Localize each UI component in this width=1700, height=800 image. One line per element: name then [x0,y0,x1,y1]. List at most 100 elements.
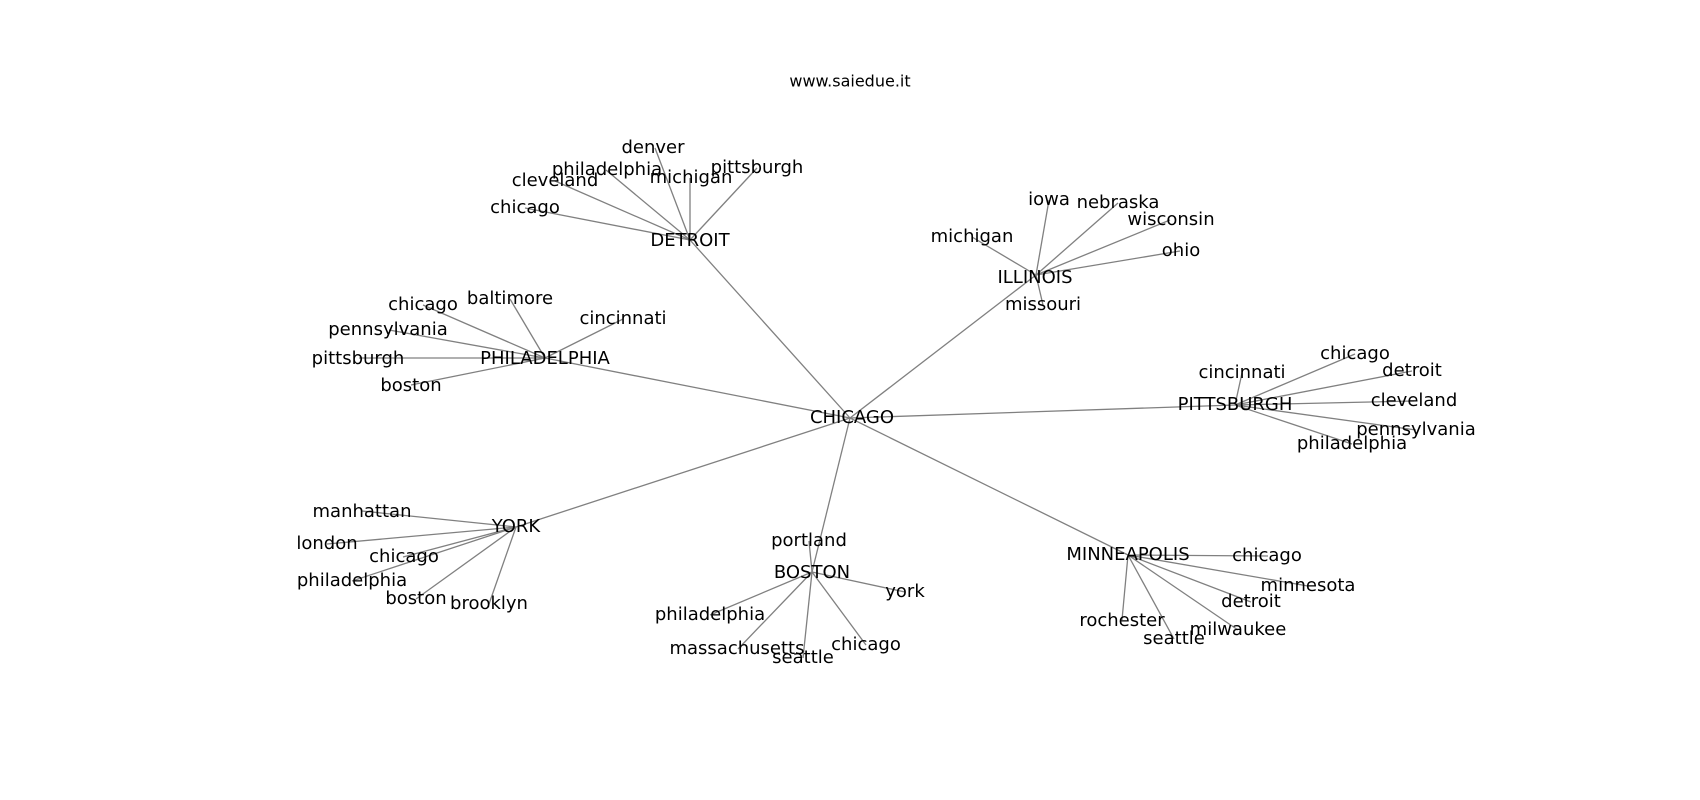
edge-york-chicago [402,526,517,558]
leaf-node-philadelphia-pittsburgh: pittsburgh [312,348,405,369]
edge-root-boston [811,417,851,573]
edge-york-boston [415,526,517,600]
edge-pittsburgh-cincinnati [1234,372,1243,406]
leaf-node-philadelphia-baltimore: baltimore [467,288,553,309]
hub-node-boston: BOSTON [774,562,850,583]
graph-title: www.saiedue.it [789,72,910,91]
edge-minneapolis-chicago [1127,554,1269,557]
edge-york-london [326,526,517,545]
leaf-node-detroit-chicago: chicago [490,197,560,218]
edge-illinois-wisconsin [1035,219,1171,276]
leaf-node-pittsburgh-detroit: detroit [1382,360,1442,381]
edge-illinois-iowa [1035,199,1050,276]
edge-philadelphia-boston [410,357,546,386]
leaf-node-minneapolis-minnesota: minnesota [1261,575,1356,596]
edge-detroit-philadelphia [605,169,691,241]
edge-minneapolis-rochester [1121,554,1129,621]
leaf-node-york-manhattan: manhattan [313,501,412,522]
leaf-node-minneapolis-chicago: chicago [1232,545,1302,566]
leaf-node-boston-york: york [885,581,925,602]
leaf-node-york-london: london [296,533,357,554]
leaf-node-boston-seattle: seattle [772,647,834,668]
edge-philadelphia-pennsylvania [388,329,546,359]
edge-philadelphia-cincinnati [544,318,624,359]
edge-boston-massachusetts [737,571,813,650]
edge-root-philadelphia [544,357,851,419]
edges-layer [326,147,1417,659]
leaf-node-illinois-michigan: michigan [931,226,1014,247]
root-node-label: CHICAGO [810,407,894,428]
edge-pittsburgh-philadelphia [1234,404,1353,445]
leaf-node-york-philadelphia: philadelphia [297,570,407,591]
edge-detroit-denver [654,147,691,241]
edge-york-philadelphia [351,526,517,582]
leaf-node-philadelphia-boston: boston [380,375,441,396]
edge-detroit-cleveland [554,180,691,241]
leaf-node-illinois-ohio: ohio [1162,240,1200,261]
leaf-node-boston-philadelphia: philadelphia [655,604,765,625]
edge-minneapolis-seattle [1127,554,1175,640]
leaf-node-philadelphia-chicago: chicago [388,294,458,315]
edge-philadelphia-chicago [422,304,546,359]
edge-pittsburgh-pennsylvania [1234,404,1417,431]
leaf-node-minneapolis-detroit: detroit [1221,591,1281,612]
hub-node-pittsburgh: PITTSBURGH [1178,394,1293,415]
edge-minneapolis-minnesota [1127,554,1309,587]
edge-boston-seattle [802,571,813,659]
edge-pittsburgh-cleveland [1234,400,1415,406]
leaf-node-illinois-iowa: iowa [1028,189,1070,210]
edge-illinois-nebraska [1035,202,1119,276]
hub-node-philadelphia: PHILADELPHIA [480,348,610,369]
labels-layer: CHICAGODETROITdenverphiladelphiamichigan… [296,137,1475,668]
leaf-node-pittsburgh-chicago: chicago [1320,343,1390,364]
hub-node-detroit: DETROIT [650,230,730,251]
leaf-node-york-boston: boston [385,588,446,609]
leaf-node-philadelphia-pennsylvania: pennsylvania [328,319,447,340]
edge-minneapolis-detroit [1127,554,1252,603]
leaf-node-detroit-pittsburgh: pittsburgh [711,157,804,178]
leaf-node-illinois-wisconsin: wisconsin [1127,209,1214,230]
leaf-node-detroit-philadelphia: philadelphia [552,159,662,180]
hub-node-illinois: ILLINOIS [997,267,1072,288]
edge-illinois-ohio [1035,250,1181,276]
edge-philadelphia-baltimore [509,298,546,359]
leaf-node-boston-massachusetts: massachusetts [669,638,804,659]
leaf-node-pittsburgh-cleveland: cleveland [1371,390,1458,411]
edge-root-detroit [689,239,851,419]
leaf-node-philadelphia-cincinnati: cincinnati [579,308,666,329]
leaf-node-minneapolis-rochester: rochester [1079,610,1165,631]
edge-illinois-michigan [971,236,1037,276]
edge-root-pittsburgh [849,404,1236,419]
edge-york-brooklyn [488,526,517,605]
edge-minneapolis-milwaukee [1127,554,1239,631]
leaf-node-detroit-denver: denver [621,137,685,158]
edge-boston-portland [808,540,813,573]
leaf-node-pittsburgh-pennsylvania: pennsylvania [1356,419,1475,440]
leaf-node-illinois-missouri: missouri [1005,294,1081,315]
edge-pittsburgh-chicago [1234,353,1356,406]
leaf-node-minneapolis-milwaukee: milwaukee [1190,619,1287,640]
edge-illinois-missouri [1035,274,1044,306]
leaf-node-boston-portland: portland [771,530,847,551]
leaf-node-york-brooklyn: brooklyn [450,593,528,614]
edge-detroit-pittsburgh [689,167,758,241]
leaf-node-illinois-nebraska: nebraska [1077,192,1160,213]
leaf-node-detroit-cleveland: cleveland [512,170,599,191]
edge-boston-philadelphia [709,571,813,616]
leaf-node-pittsburgh-philadelphia: philadelphia [1297,433,1407,454]
leaf-node-boston-chicago: chicago [831,634,901,655]
edge-root-york [515,417,851,528]
edge-root-minneapolis [849,417,1129,556]
hub-node-minneapolis: MINNEAPOLIS [1066,544,1189,565]
edge-york-manhattan [361,510,517,528]
leaf-node-minneapolis-seattle: seattle [1143,628,1205,649]
edge-detroit-chicago [524,207,691,241]
hub-node-york: YORK [491,516,542,537]
edge-pittsburgh-detroit [1234,370,1413,406]
leaf-node-detroit-michigan: michigan [650,167,733,188]
edge-boston-york [811,571,906,593]
leaf-node-york-chicago: chicago [369,546,439,567]
edge-root-illinois [849,274,1037,419]
edge-boston-chicago [811,571,867,646]
